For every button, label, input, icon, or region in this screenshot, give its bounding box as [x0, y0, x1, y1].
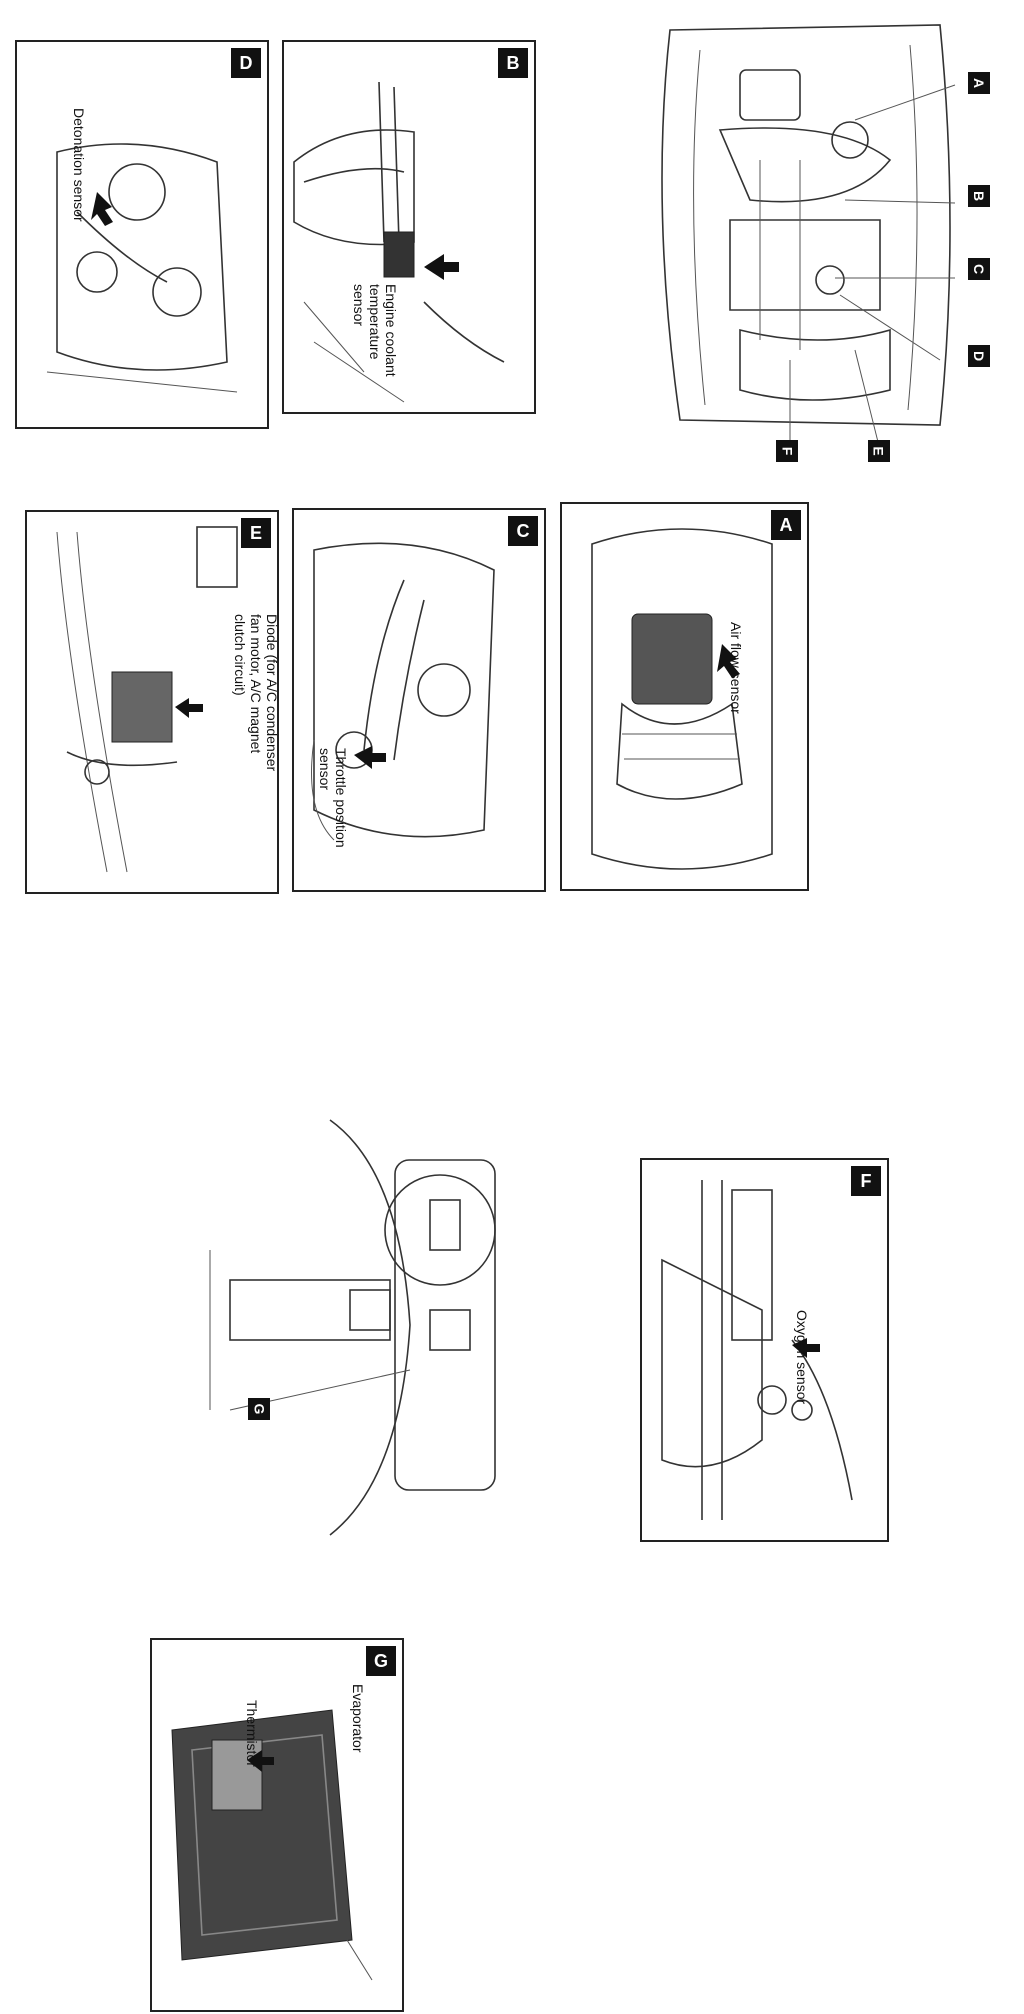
dashboard-drawing: [209, 1119, 496, 1536]
engine-callout-e: E: [868, 440, 890, 462]
dashboard-diagram: [200, 1110, 500, 1540]
panel-f-label: Oxygen sensor: [794, 1310, 810, 1405]
panel-d-detonation-sensor: D Detonation sensor: [15, 40, 269, 429]
throttle-sensor-drawing: [311, 542, 495, 841]
panel-e-diode: E Diode (for A/C condenser fan motor, A/…: [25, 510, 279, 894]
engine-callout-a: A: [968, 72, 990, 94]
engine-callout-d: D: [968, 345, 990, 367]
engine-callout-b: B: [968, 185, 990, 207]
engine-bay-drawing: [661, 24, 956, 451]
panel-c-label: Throttle position sensor: [317, 748, 349, 848]
panel-g-thermistor: G Evaporator Thermistor: [150, 1638, 404, 2012]
panel-d-label: Detonation sensor: [71, 108, 87, 222]
evaporator-drawing: [171, 1709, 373, 1981]
panel-c-throttle-position-sensor: C Throttle position sensor: [292, 508, 546, 892]
panel-a-letter: A: [771, 510, 801, 540]
detonation-sensor-drawing: [46, 143, 238, 393]
panel-d-letter: D: [231, 48, 261, 78]
engine-overview-diagram: [640, 10, 980, 451]
panel-e-label: Diode (for A/C condenser fan motor, A/C …: [232, 614, 279, 772]
panel-g-letter: G: [366, 1646, 396, 1676]
engine-callout-c: C: [968, 258, 990, 280]
oxygen-sensor-drawing: [661, 1180, 853, 1520]
panel-g-evaporator-label: Evaporator: [350, 1684, 366, 1753]
panel-b-letter: B: [498, 48, 528, 78]
engine-callout-f: F: [776, 440, 798, 462]
panel-e-letter: E: [241, 518, 271, 548]
panel-a-air-flow-sensor: A Air flow sensor: [560, 502, 809, 891]
air-flow-sensor-drawing: [591, 528, 773, 870]
panel-f-oxygen-sensor: F Oxygen sensor: [640, 1158, 889, 1542]
panel-f-letter: F: [851, 1166, 881, 1196]
coolant-sensor-drawing: [293, 81, 505, 403]
panel-c-letter: C: [508, 516, 538, 546]
dash-callout-g: G: [248, 1398, 270, 1420]
diode-drawing: [56, 526, 238, 873]
panel-b-coolant-sensor: B Engine coolant temperature sensor: [282, 40, 536, 414]
panel-g-thermistor-label: Thermistor: [244, 1700, 260, 1767]
panel-a-label: Air flow sensor: [728, 622, 744, 714]
panel-b-label: Engine coolant temperature sensor: [351, 284, 399, 377]
